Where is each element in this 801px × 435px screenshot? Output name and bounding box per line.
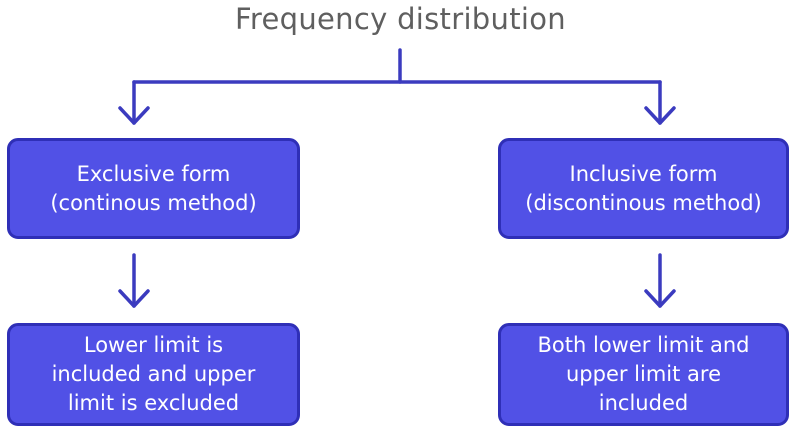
both-limits-included-box: Both lower limit and upper limit are inc… bbox=[498, 323, 789, 426]
arrow-to-exclusive-head bbox=[118, 106, 150, 125]
inclusive-form-box: Inclusive form (discontinous method) bbox=[498, 138, 789, 239]
arrow-to-inclusive-head bbox=[644, 106, 676, 125]
lower-limit-included-label: Lower limit is included and upper limit … bbox=[51, 333, 256, 415]
exclusive-form-box: Exclusive form (continous method) bbox=[7, 138, 300, 239]
lower-limit-included-box: Lower limit is included and upper limit … bbox=[7, 323, 300, 426]
both-limits-included-label: Both lower limit and upper limit are inc… bbox=[537, 333, 750, 415]
arrow-to-lower-head bbox=[118, 289, 150, 308]
diagram-title: Frequency distribution bbox=[235, 2, 566, 36]
inclusive-form-label: Inclusive form (discontinous method) bbox=[525, 161, 762, 215]
arrow-to-both-head bbox=[644, 289, 676, 308]
exclusive-form-label: Exclusive form (continous method) bbox=[50, 161, 257, 215]
